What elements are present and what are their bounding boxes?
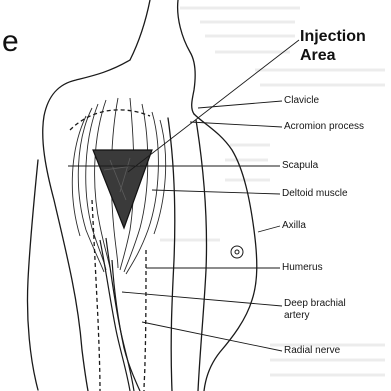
head-neck-outline	[178, 0, 196, 114]
label-deep-brachial-artery: Deep brachial artery	[284, 298, 346, 322]
torso-front-contour	[194, 114, 257, 391]
label-acromion-process: Acromion process	[284, 121, 364, 133]
nipple-mark	[231, 246, 243, 258]
title-line-2: Area	[300, 46, 391, 65]
torso-back-line	[196, 120, 207, 391]
neck-back-outline	[130, 0, 150, 60]
label-clavicle: Clavicle	[284, 95, 319, 107]
title-line-1: Injection	[300, 27, 391, 46]
label-deep-brachial-line-2: artery	[284, 310, 346, 322]
label-deep-brachial-line-1: Deep brachial	[284, 298, 346, 310]
clipped-text-fragment: e	[2, 26, 19, 58]
label-scapula: Scapula	[282, 160, 318, 172]
injection-area-title: Injection Area	[300, 27, 391, 65]
label-axilla: Axilla	[282, 220, 306, 232]
arm-back-contour	[27, 160, 38, 390]
inner-arm-line	[168, 118, 175, 391]
label-radial-nerve: Radial nerve	[284, 345, 340, 357]
leader-lines	[68, 40, 299, 351]
label-deltoid-muscle: Deltoid muscle	[282, 188, 348, 200]
label-humerus: Humerus	[282, 262, 323, 274]
